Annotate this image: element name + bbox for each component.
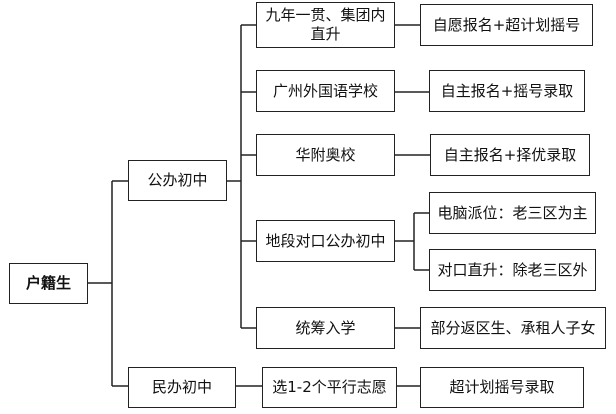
parallel-choice-node: 选1-2个平行志愿 xyxy=(262,367,397,408)
public-school-node: 公办初中 xyxy=(128,160,227,201)
result-computer-allocation: 电脑派位：老三区为主 xyxy=(429,192,596,234)
private-school-node: 民办初中 xyxy=(128,367,236,408)
result-returning-renters: 部分返区生、承租人子女 xyxy=(420,307,606,349)
result-direct-promotion: 对口直升：除老三区外 xyxy=(429,249,596,291)
huafu-olympiad-node: 华附奥校 xyxy=(256,134,395,176)
result-self-lottery: 自主报名+摇号录取 xyxy=(429,70,585,112)
result-self-merit: 自主报名+择优录取 xyxy=(430,134,590,176)
root-node: 户籍生 xyxy=(9,263,88,304)
result-voluntary-lottery: 自愿报名+超计划摇号 xyxy=(420,4,593,46)
coordinated-admission-node: 统筹入学 xyxy=(256,307,395,349)
guangzhou-foreign-language-node: 广州外国语学校 xyxy=(256,70,395,112)
result-extra-lottery: 超计划摇号录取 xyxy=(420,367,584,408)
nine-year-direct-node: 九年一贯、集团内直升 xyxy=(256,2,395,48)
district-public-node: 地段对口公办初中 xyxy=(256,220,395,262)
